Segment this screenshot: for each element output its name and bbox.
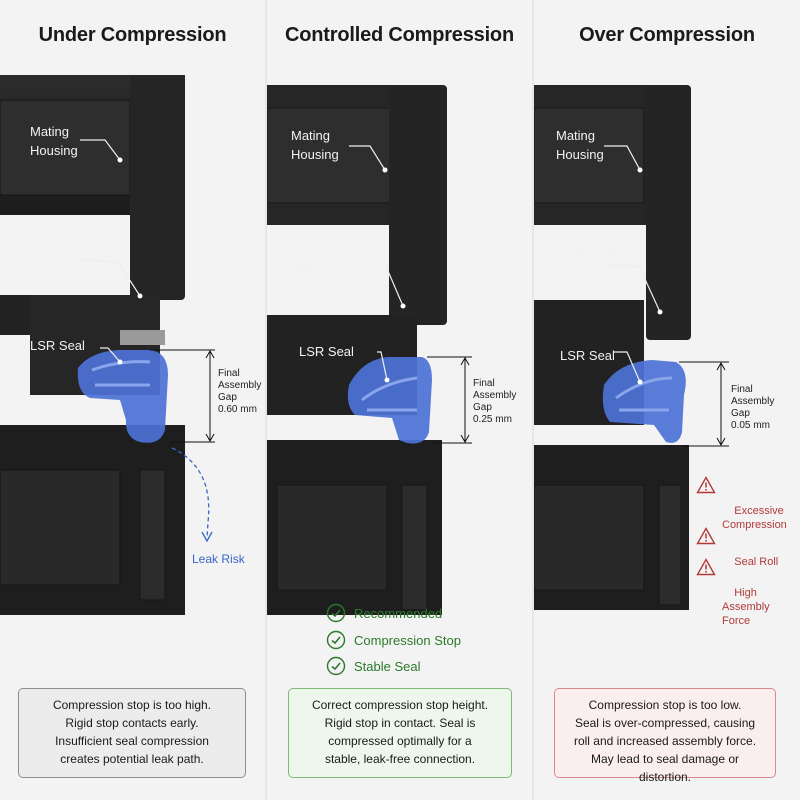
- housing-recess: [534, 107, 645, 204]
- housing-recess: [267, 107, 393, 204]
- leader-dot-housing: [382, 167, 388, 173]
- check-label: Recommended: [354, 606, 443, 621]
- leader-dot-stop: [657, 309, 663, 315]
- stop-tip: [120, 330, 165, 345]
- panel-title: Controlled Compression: [285, 24, 514, 46]
- label-mating-housing: Mating Housing: [556, 128, 604, 162]
- check-circle-icon: [326, 603, 346, 626]
- lower-pocket: [276, 484, 388, 591]
- housing-recess: [0, 99, 131, 196]
- gap-dimension: [427, 356, 472, 444]
- panel-title: Under Compression: [38, 24, 227, 46]
- assembly-illustration: [0, 75, 215, 615]
- check-label: Stable Seal: [354, 659, 421, 674]
- label-leaders: [79, 139, 141, 363]
- lsr-seal: [602, 360, 686, 443]
- warning-label: High Assembly Force: [722, 587, 770, 627]
- leader-dot-stop: [137, 293, 143, 299]
- lower-pocket: [0, 469, 121, 586]
- lower-rib: [658, 484, 682, 606]
- assembly-illustration: [534, 85, 729, 610]
- check-item-recommended: Recommended: [326, 603, 443, 623]
- summary-note: Compression stop is too high. Rigid stop…: [18, 688, 246, 778]
- lsr-seal-highlight: [361, 376, 418, 412]
- label-compression-stop: Compression Stop: [287, 240, 364, 274]
- lsr-seal: [347, 357, 432, 444]
- summary-note: Compression stop is too low. Seal is ove…: [554, 688, 776, 784]
- leader-dot-seal: [117, 359, 123, 365]
- lower-rib: [139, 469, 166, 601]
- warning-triangle-icon: [696, 558, 716, 580]
- label-compression-stop: Compression Stop: [22, 238, 99, 272]
- warning-triangle-icon: [696, 527, 716, 549]
- warning-label: Seal Roll: [734, 556, 779, 568]
- gap-label: Final Assembly Gap 0.05 mm: [731, 384, 775, 431]
- label-leaders: [604, 145, 661, 383]
- label-mating-housing: Mating Housing: [30, 124, 78, 158]
- label-lsr-seal: LSR Seal: [30, 338, 85, 353]
- gap-label: Final Assembly Gap 0.60 mm: [218, 368, 262, 415]
- compression-stop: [646, 85, 691, 340]
- leader-dot-seal: [637, 379, 643, 385]
- label-compression-stop: Compression Stop: [552, 242, 629, 276]
- lsr-seal: [77, 350, 168, 443]
- gap-label: Final Assembly Gap 0.25 mm: [473, 378, 517, 425]
- check-circle-icon: [326, 630, 346, 653]
- summary-note: Correct compression stop height. Rigid s…: [288, 688, 512, 778]
- compression-stop: [389, 85, 447, 325]
- lsr-seal-highlight: [615, 376, 673, 412]
- panel-over-compression: Over Compression Mating Housing Compress…: [534, 0, 800, 800]
- leader-dot-housing: [637, 167, 643, 173]
- gap-dimension: [150, 349, 215, 443]
- panel-title: Over Compression: [579, 24, 755, 46]
- lower-rib: [401, 484, 428, 611]
- label-lsr-seal: LSR Seal: [560, 348, 615, 363]
- assembly-illustration: [267, 85, 472, 615]
- check-item-compression-stop: Compression Stop: [326, 630, 461, 650]
- panel-divider-2: [532, 0, 534, 800]
- lower-pocket: [534, 484, 645, 591]
- warning-label: Excessive Compression: [722, 505, 787, 531]
- panel-divider-1: [265, 0, 267, 800]
- warning-seal-roll: Seal Roll: [696, 527, 779, 583]
- warning-triangle-icon: [696, 476, 716, 498]
- leak-risk-label: Leak Risk: [192, 552, 245, 566]
- leak-path-arrow: [171, 447, 210, 539]
- leak-arrow-head: [201, 531, 213, 543]
- panel-controlled-compression: Controlled Compression Mating Housing Co…: [267, 0, 532, 800]
- check-item-stable-seal: Stable Seal: [326, 656, 421, 676]
- panel-under-compression: Under Compression: [0, 0, 265, 800]
- leader-dot-stop: [400, 303, 406, 309]
- warning-high-assembly-force: High Assembly Force: [696, 558, 770, 642]
- warning-excessive-compression: Excessive Compression: [696, 476, 787, 546]
- gap-dimension: [679, 361, 729, 447]
- check-circle-icon: [326, 656, 346, 679]
- check-label: Compression Stop: [354, 633, 461, 648]
- label-leaders: [347, 145, 404, 381]
- leader-dot-seal: [384, 377, 390, 383]
- label-mating-housing: Mating Housing: [291, 128, 339, 162]
- compression-stop: [130, 75, 185, 300]
- leader-dot-housing: [117, 157, 123, 163]
- label-lsr-seal: LSR Seal: [299, 344, 354, 359]
